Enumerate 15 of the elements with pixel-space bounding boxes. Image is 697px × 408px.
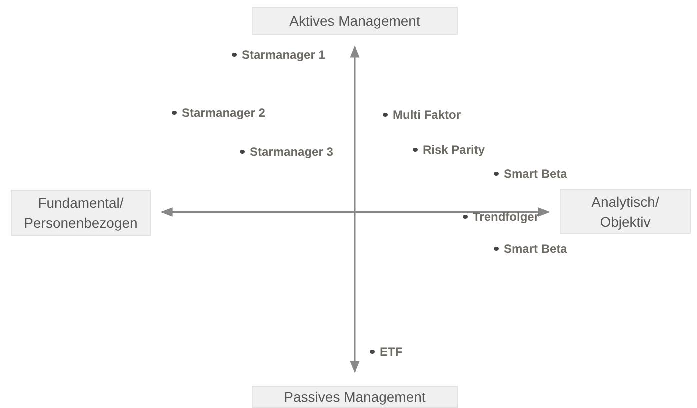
axis-label-box: Passives Management — [252, 386, 458, 408]
axis-label-box: Fundamental/ Personenbezogen — [11, 190, 151, 236]
point-label: Starmanager 3 — [250, 145, 334, 159]
point-label: Smart Beta — [504, 242, 568, 256]
axis-label-box: Aktives Management — [252, 7, 458, 35]
point-label: Starmanager 2 — [182, 106, 266, 120]
point-label: Smart Beta — [504, 167, 568, 181]
axis-arrow — [350, 46, 360, 374]
point-label: Multi Faktor — [393, 108, 461, 122]
point-label: Trendfolger — [473, 210, 540, 224]
axis-label-box: Analytisch/ Objektiv — [560, 189, 691, 234]
point-label: Risk Parity — [423, 143, 486, 157]
point-label: ETF — [380, 345, 403, 359]
point-label: Starmanager 1 — [242, 48, 326, 62]
axis-arrow — [160, 207, 550, 218]
